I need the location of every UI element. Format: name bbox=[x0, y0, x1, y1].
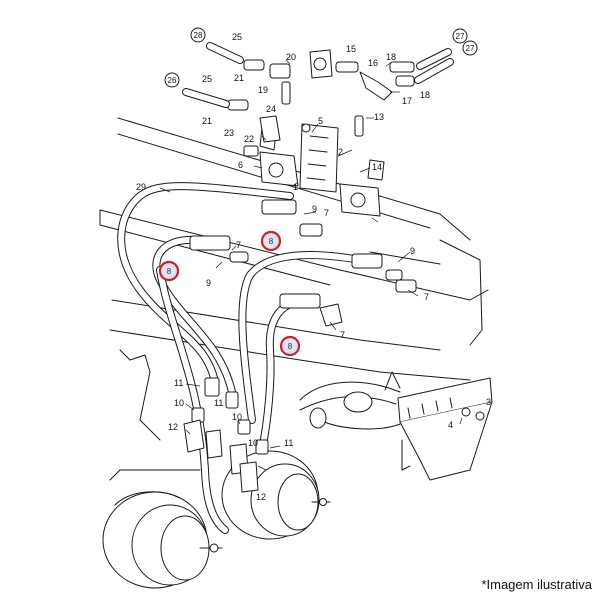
upper-fittings bbox=[189, 199, 417, 327]
callout-14: 14 bbox=[372, 162, 382, 172]
callout-7-a: 7 bbox=[236, 240, 241, 250]
callout-23: 23 bbox=[224, 128, 234, 138]
callout-2: 2 bbox=[338, 147, 343, 157]
top-hose-stubs bbox=[182, 42, 454, 108]
brake-chamber-left bbox=[102, 469, 223, 589]
relay-valve-top bbox=[227, 49, 415, 143]
callout-22: 22 bbox=[244, 134, 254, 144]
ref-label-27-a: 27 bbox=[456, 32, 465, 41]
valve-assembly bbox=[243, 115, 385, 217]
callout-numbers: 1 2 3 4 5 6 7 7 7 7 9 9 9 10 10 10 11 11… bbox=[136, 32, 491, 502]
callout-7-c: 7 bbox=[424, 292, 429, 302]
highlight-label-8-c: 8 bbox=[288, 342, 293, 351]
highlight-label-8-b: 8 bbox=[167, 267, 172, 276]
callout-20: 20 bbox=[286, 52, 296, 62]
suspension-spring bbox=[299, 381, 401, 430]
ref-label-27-b: 27 bbox=[466, 44, 475, 53]
ref-label-28: 28 bbox=[194, 31, 203, 40]
callout-12-b: 12 bbox=[256, 492, 266, 502]
callout-19: 19 bbox=[258, 85, 268, 95]
callout-9-a: 9 bbox=[206, 278, 211, 288]
callout-13: 13 bbox=[374, 112, 384, 122]
illustrative-image-caption: *Imagem ilustrativa bbox=[481, 577, 592, 592]
callout-7-d: 7 bbox=[340, 330, 345, 340]
highlight-marker-8-a bbox=[260, 230, 282, 252]
highlight-marker-8-c bbox=[279, 335, 301, 357]
callout-11-b: 11 bbox=[214, 398, 223, 408]
callout-9-c: 9 bbox=[410, 246, 415, 256]
callout-11-c: 11 bbox=[284, 438, 293, 448]
callout-6: 6 bbox=[238, 160, 243, 170]
ref-circle-27-a bbox=[452, 28, 468, 44]
callout-25-a: 25 bbox=[232, 32, 242, 42]
callout-4: 4 bbox=[448, 420, 453, 430]
callout-29: 29 bbox=[136, 182, 146, 192]
callout-17: 17 bbox=[402, 96, 412, 106]
highlight-marker-8-b bbox=[158, 260, 180, 282]
callout-24: 24 bbox=[266, 104, 276, 114]
callout-15: 15 bbox=[346, 44, 356, 54]
circled-references: 28 26 27 27 bbox=[164, 27, 478, 88]
lower-fittings bbox=[183, 377, 269, 493]
callout-9-b: 9 bbox=[312, 204, 317, 214]
callout-16: 16 bbox=[368, 58, 378, 68]
ref-circle-28 bbox=[190, 27, 206, 43]
leader-lines bbox=[159, 59, 463, 471]
callout-5: 5 bbox=[318, 116, 323, 126]
callout-18-b: 18 bbox=[420, 90, 430, 100]
callout-21-a: 21 bbox=[234, 73, 244, 83]
callout-1: 1 bbox=[293, 182, 298, 192]
callout-10-b: 10 bbox=[232, 412, 242, 422]
ref-circle-27-b bbox=[462, 40, 478, 56]
callout-18-a: 18 bbox=[386, 52, 396, 62]
callout-10-c: 10 bbox=[248, 438, 258, 448]
callout-12-a: 12 bbox=[168, 422, 178, 432]
callout-11-a: 11 bbox=[174, 378, 183, 388]
callout-7-b: 7 bbox=[324, 208, 329, 218]
callout-10-a: 10 bbox=[174, 398, 184, 408]
mounting-bracket bbox=[384, 371, 493, 481]
ref-circle-26 bbox=[164, 72, 180, 88]
ref-label-26: 26 bbox=[168, 76, 177, 85]
callout-3: 3 bbox=[486, 397, 491, 407]
callout-21-b: 21 bbox=[202, 116, 212, 126]
callout-25-b: 25 bbox=[202, 74, 212, 84]
highlighted-part-8: 8 8 8 bbox=[158, 230, 301, 357]
highlight-label-8-a: 8 bbox=[269, 237, 274, 246]
